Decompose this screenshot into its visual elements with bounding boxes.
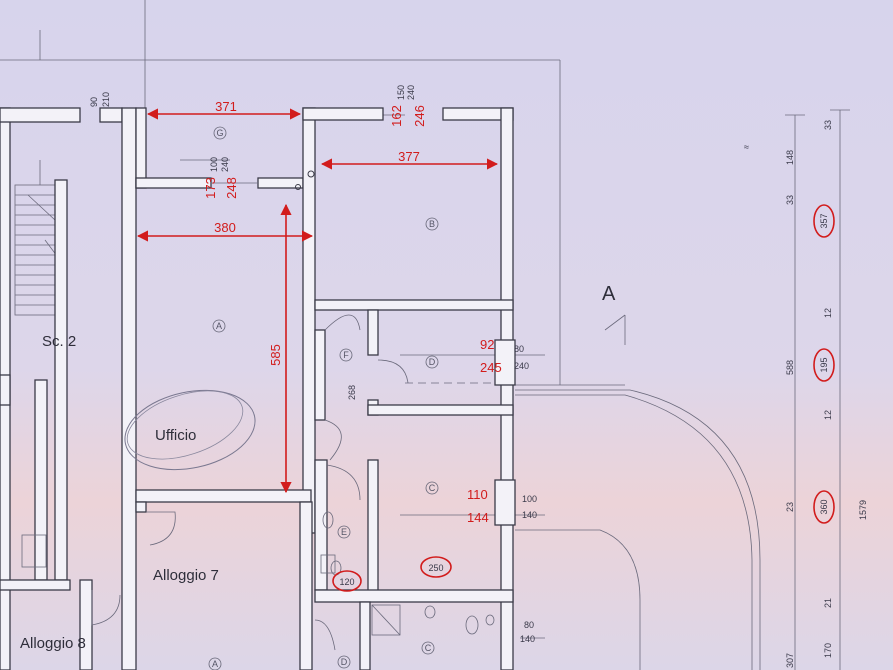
room-markers: G B A F D C E A C D <box>208 126 439 670</box>
room-d2-label: D <box>341 657 348 667</box>
svg-text:150: 150 <box>396 85 406 100</box>
column-marker <box>307 170 315 178</box>
svg-text:90: 90 <box>89 97 99 107</box>
svg-text:170: 170 <box>823 643 833 658</box>
svg-text:12: 12 <box>823 308 833 318</box>
room-a-label: A <box>216 321 222 331</box>
svg-text:100: 100 <box>209 157 219 172</box>
svg-text:33: 33 <box>823 120 833 130</box>
room-a2-label: A <box>212 659 218 669</box>
column-marker-2 <box>295 184 301 190</box>
svg-text:140: 140 <box>522 510 537 520</box>
svg-text:210: 210 <box>101 92 111 107</box>
dim-250: 250 <box>428 563 443 573</box>
svg-text:268: 268 <box>347 385 357 400</box>
svg-text:1579: 1579 <box>858 500 868 520</box>
room-g-label: G <box>216 128 223 138</box>
dim-92: 92 <box>480 337 494 352</box>
dim-120: 120 <box>339 577 354 587</box>
dim-245: 245 <box>480 360 502 375</box>
svg-text:21: 21 <box>823 598 833 608</box>
dim-110: 110 <box>467 487 488 502</box>
svg-text:80: 80 <box>524 620 534 630</box>
svg-text:23: 23 <box>785 502 795 512</box>
dim-371: 371 <box>215 99 237 114</box>
walls <box>0 107 516 670</box>
room-f-label: F <box>343 350 349 360</box>
dim-246: 246 <box>412 105 427 127</box>
svg-text:33: 33 <box>785 195 795 205</box>
dim-248: 248 <box>224 177 239 199</box>
svg-text:240: 240 <box>406 85 416 100</box>
dim-360: 360 <box>819 499 829 514</box>
dim-585: 585 <box>268 344 283 366</box>
dim-377: 377 <box>398 149 420 164</box>
room-d-label: D <box>429 357 436 367</box>
dim-357: 357 <box>819 213 829 228</box>
svg-text:148: 148 <box>785 150 795 165</box>
north-label: A <box>602 283 616 305</box>
svg-text:140: 140 <box>520 634 535 644</box>
context-lines <box>0 0 850 670</box>
svg-text:100: 100 <box>522 494 537 504</box>
svg-text:80: 80 <box>514 344 524 354</box>
svg-text:588: 588 <box>785 360 795 375</box>
dim-195: 195 <box>819 357 829 372</box>
svg-text:240: 240 <box>514 361 529 371</box>
small-mark: ≈ <box>744 142 749 152</box>
office-sketch-circle <box>124 389 256 471</box>
alloggio-7-label: Alloggio 7 <box>153 567 219 584</box>
svg-text:240: 240 <box>220 157 230 172</box>
red-circles <box>332 204 835 592</box>
office-label: Ufficio <box>155 427 196 444</box>
red-dimension-labels: 371 377 380 585 173 248 162 246 92 245 1… <box>203 99 829 587</box>
room-b-label: B <box>429 219 435 229</box>
dim-380: 380 <box>214 220 236 235</box>
dim-173: 173 <box>203 177 218 199</box>
red-dimension-lines <box>136 108 499 494</box>
stair-label: Sc. 2 <box>42 333 76 350</box>
door-swings <box>91 182 409 651</box>
room-e-label: E <box>341 527 347 537</box>
dim-144: 144 <box>467 510 489 525</box>
dim-162: 162 <box>389 105 404 127</box>
alloggio-8-label: Alloggio 8 <box>20 635 86 652</box>
room-c2-label: C <box>425 643 432 653</box>
office-sketch-circle-2 <box>126 390 244 460</box>
room-c-label: C <box>429 483 436 493</box>
svg-text:12: 12 <box>823 410 833 420</box>
printed-dimensions: 90 210 100 240 150 240 80 240 268 100 14… <box>89 85 868 668</box>
svg-text:307: 307 <box>785 653 795 668</box>
